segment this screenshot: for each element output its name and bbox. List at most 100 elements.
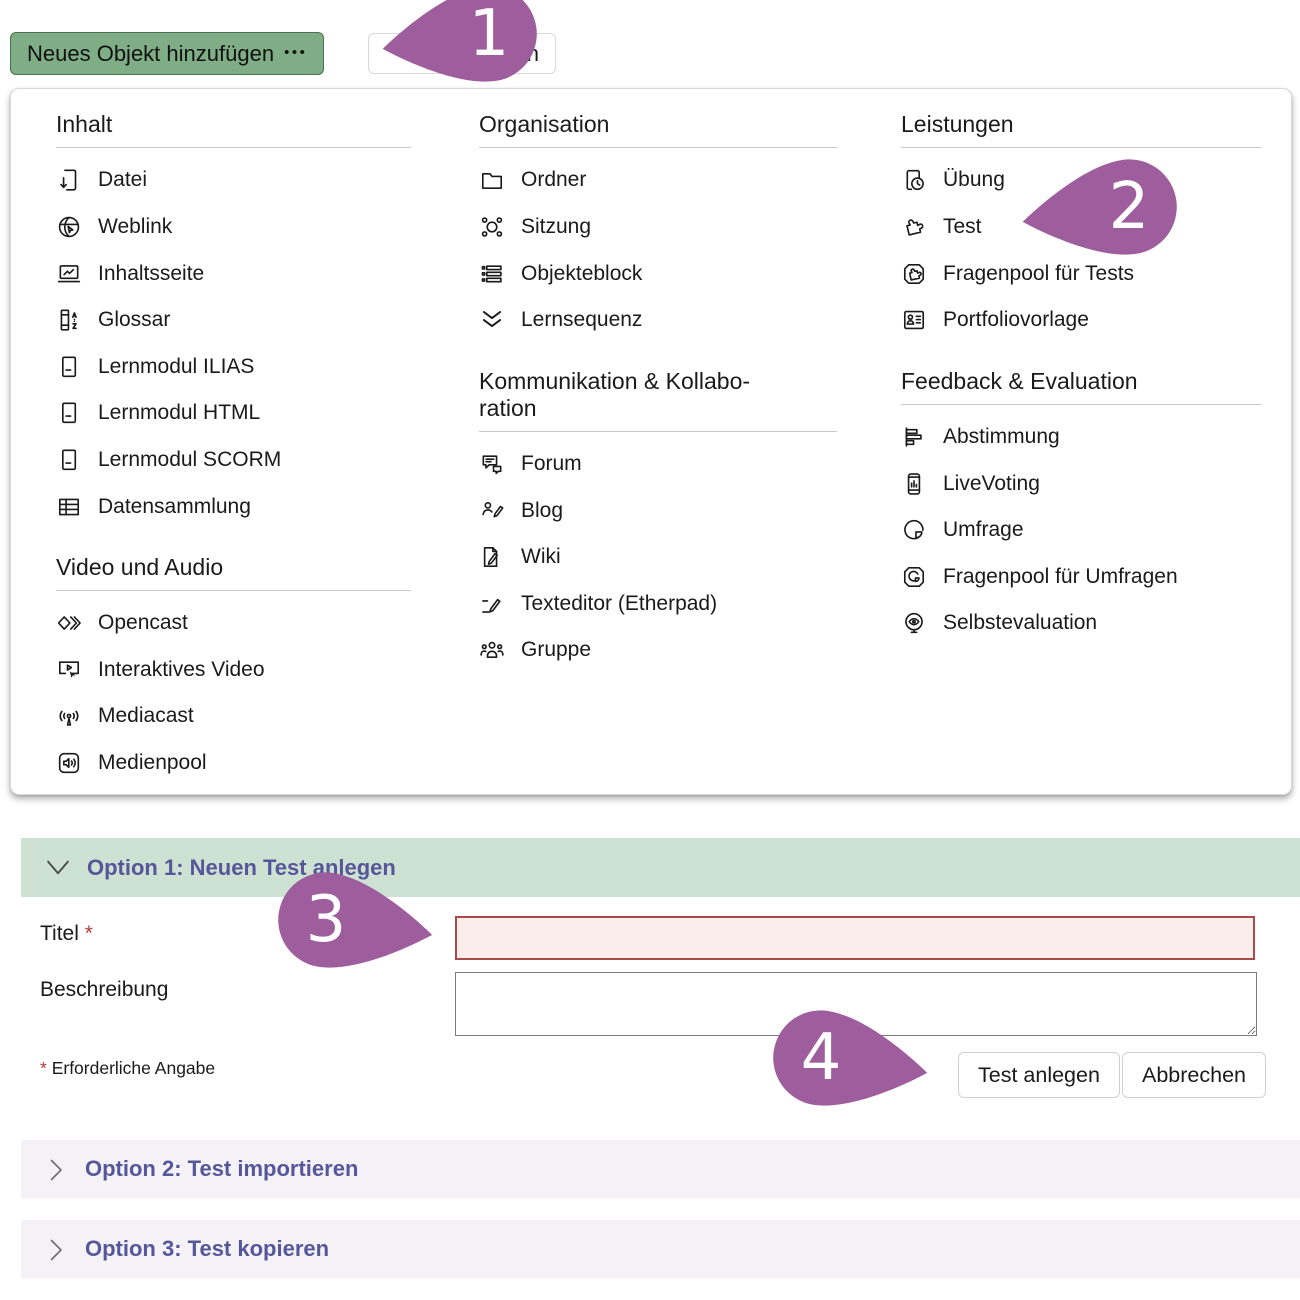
menu-item-datei[interactable]: Datei [56, 157, 411, 204]
menu-item-label: Lernmodul HTML [98, 401, 261, 425]
menu-item-opencast[interactable]: Opencast [56, 600, 411, 647]
menu-item-selbstevaluation[interactable]: Selbstevaluation [901, 600, 1261, 647]
menu-item-livevoting[interactable]: LiveVoting [901, 460, 1261, 507]
menu-item-medienpool[interactable]: Medienpool [56, 740, 411, 787]
interactive-video-icon [58, 661, 80, 678]
menu-item-lernmodul-html[interactable]: Lernmodul HTML [56, 390, 411, 437]
menu-item-label: Datei [98, 168, 148, 192]
opencast-icon [57, 616, 81, 631]
menu-item-label: Weblink [98, 215, 173, 239]
add-object-menu-panel: Inhalt Datei Weblink Inhaltsseite Glossa… [10, 88, 1292, 795]
menu-item-texteditor[interactable]: Texteditor (Etherpad) [479, 581, 837, 628]
menu-item-datensammlung[interactable]: Datensammlung [56, 483, 411, 530]
livevoting-icon [907, 472, 921, 495]
menu-item-label: Lernmodul ILIAS [98, 354, 255, 378]
abbrechen-button[interactable]: Abbrechen [1122, 1052, 1266, 1098]
menu-item-label: Opencast [98, 611, 188, 635]
menu-item-fragenpool-tests[interactable]: Fragenpool für Tests [901, 250, 1261, 297]
menu-item-label: Datensammlung [98, 494, 251, 518]
menu-item-uebung[interactable]: Übung [901, 157, 1261, 204]
menu-item-label: Lernsequenz [521, 308, 643, 332]
menu-item-label: Blog [521, 498, 564, 522]
menu-item-label: Fragenpool für Umfragen [943, 564, 1178, 588]
chevron-right-icon [50, 1159, 62, 1181]
blog-icon [482, 501, 504, 518]
toolbar-secondary-button[interactable]: alten [368, 33, 556, 74]
beschreibung-label: Beschreibung [40, 978, 169, 1001]
file-icon [60, 169, 77, 191]
menu-section-title: Inhalt [56, 111, 411, 149]
menu-item-label: Interaktives Video [98, 657, 265, 681]
data-collection-icon [58, 498, 80, 515]
beschreibung-textarea[interactable] [455, 972, 1257, 1036]
menu-item-lernsequenz[interactable]: Lernsequenz [479, 297, 837, 344]
weblink-icon [58, 216, 80, 238]
menu-item-label: LiveVoting [943, 471, 1040, 495]
menu-section-organisation: Organisation Ordner Sitzung Objekteblock… [479, 111, 837, 344]
menu-item-label: Mediacast [98, 704, 194, 728]
menu-section-title: Kommunikation & Kollabo-ration [479, 368, 837, 432]
menu-item-label: Fragenpool für Tests [943, 261, 1135, 285]
menu-section-video-audio: Video und Audio Opencast Interaktives Vi… [56, 554, 411, 787]
menu-item-label: Selbstevaluation [943, 611, 1098, 635]
menu-section-kommunikation: Kommunikation & Kollabo-ration Forum Blo… [479, 368, 837, 674]
menu-item-abstimmung[interactable]: Abstimmung [901, 414, 1261, 461]
titel-label: Titel * [40, 922, 93, 945]
menu-item-interaktives-video[interactable]: Interaktives Video [56, 647, 411, 694]
menu-item-lernmodul-ilias[interactable]: Lernmodul ILIAS [56, 344, 411, 391]
learning-module-html-icon [62, 402, 77, 424]
menu-section-feedback: Feedback & Evaluation Abstimmung LiveVot… [901, 368, 1261, 647]
menu-item-weblink[interactable]: Weblink [56, 204, 411, 251]
menu-column-leistungen: Leistungen Übung Test Fragenpool für Tes… [901, 111, 1261, 647]
menu-column-inhalt: Inhalt Datei Weblink Inhaltsseite Glossa… [56, 111, 411, 786]
menu-item-label: Übung [943, 168, 1005, 192]
menu-item-glossar[interactable]: Glossar [56, 297, 411, 344]
menu-item-ordner[interactable]: Ordner [479, 157, 837, 204]
required-asterisk: * [84, 922, 93, 945]
menu-item-sitzung[interactable]: Sitzung [479, 204, 837, 251]
learning-sequence-icon [482, 311, 502, 328]
menu-item-lernmodul-scorm[interactable]: Lernmodul SCORM [56, 437, 411, 484]
wiki-icon [483, 547, 499, 568]
menu-item-label: Portfoliovorlage [943, 308, 1089, 332]
menu-section-title: Organisation [479, 111, 837, 149]
menu-item-mediacast[interactable]: Mediacast [56, 693, 411, 740]
menu-item-wiki[interactable]: Wiki [479, 534, 837, 581]
menu-item-objekteblock[interactable]: Objekteblock [479, 250, 837, 297]
exercise-icon [906, 170, 924, 191]
menu-item-label: Ordner [521, 168, 587, 192]
menu-item-fragenpool-umfragen[interactable]: Fragenpool für Umfragen [901, 553, 1261, 600]
menu-item-label: Umfrage [943, 518, 1024, 542]
portfolio-template-icon [903, 310, 925, 330]
menu-item-label: Inhaltsseite [98, 261, 205, 285]
learning-module-scorm-icon [62, 449, 77, 471]
glossary-icon [60, 309, 77, 331]
menu-item-label: Lernmodul SCORM [98, 447, 282, 471]
menu-item-label: Test [943, 215, 982, 239]
menu-item-gruppe[interactable]: Gruppe [479, 627, 837, 674]
add-new-object-button[interactable]: Neues Objekt hinzufügen ••• [10, 32, 325, 75]
menu-section-title: Video und Audio [56, 554, 411, 591]
menu-item-blog[interactable]: Blog [479, 487, 837, 534]
option2-section-header[interactable]: Option 2: Test importieren [21, 1140, 1300, 1198]
menu-item-portfoliovorlage[interactable]: Portfoliovorlage [901, 297, 1261, 344]
menu-item-label: Objekteblock [521, 261, 643, 285]
mediacast-icon [59, 711, 79, 727]
menu-item-inhaltsseite[interactable]: Inhaltsseite [56, 250, 411, 297]
menu-section-inhalt: Inhalt Datei Weblink Inhaltsseite Glossa… [56, 111, 411, 530]
menu-item-label: Glossar [98, 308, 171, 332]
add-new-object-label: Neues Objekt hinzufügen [27, 40, 275, 66]
menu-item-umfrage[interactable]: Umfrage [901, 507, 1261, 554]
option3-section-header[interactable]: Option 3: Test kopieren [21, 1220, 1300, 1278]
forum-icon [482, 455, 502, 475]
session-icon [481, 217, 503, 237]
test-anlegen-button[interactable]: Test anlegen [958, 1052, 1120, 1098]
object-block-icon [481, 264, 502, 283]
option3-title: Option 3: Test kopieren [85, 1236, 330, 1261]
menu-item-test[interactable]: Test [901, 204, 1261, 251]
badge-number: 3 [305, 882, 347, 957]
menu-item-forum[interactable]: Forum [479, 441, 837, 488]
texteditor-icon [482, 598, 501, 613]
option1-section-header[interactable]: Option 1: Neuen Test anlegen [21, 838, 1300, 897]
titel-input[interactable] [455, 916, 1255, 960]
